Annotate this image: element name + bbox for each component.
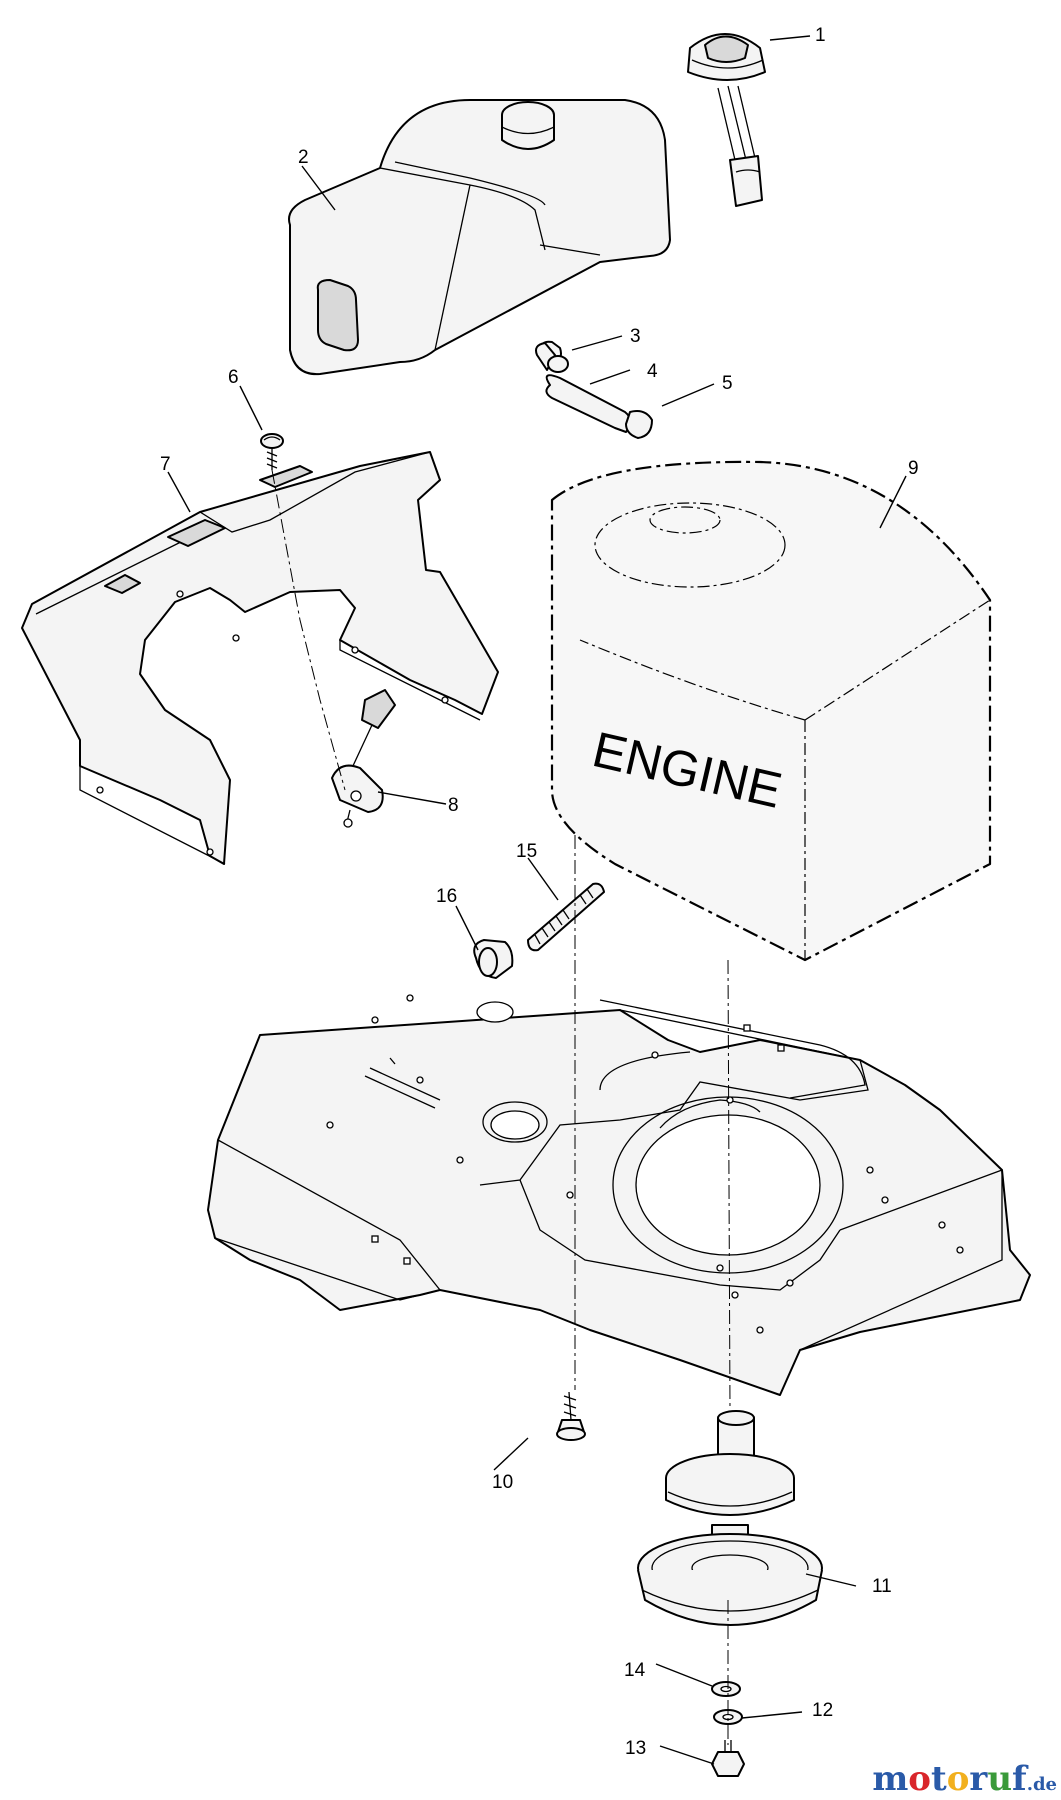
nut-13 <box>711 1740 745 1777</box>
stud <box>527 882 605 952</box>
plug <box>473 939 514 979</box>
svg-text:motoruf.de: motoruf.de <box>872 1759 1057 1799</box>
callout-4: 4 <box>647 361 658 382</box>
callout-13: 13 <box>625 1738 646 1759</box>
callout-12: 12 <box>812 1700 833 1721</box>
callout-1: 1 <box>815 25 826 46</box>
leader-lines <box>167 35 907 1765</box>
fuel-cap-gauge <box>687 33 766 207</box>
engine-phantom: ENGINE <box>550 460 992 962</box>
bolt <box>556 1391 586 1441</box>
callout-10: 10 <box>492 1472 513 1493</box>
callout-15: 15 <box>516 841 537 862</box>
fuel-tank <box>288 99 671 376</box>
callout-6: 6 <box>228 367 239 388</box>
pulley-assembly <box>637 1410 823 1626</box>
callout-11: 11 <box>872 1576 892 1597</box>
chassis-frame <box>207 994 1031 1396</box>
callout-9: 9 <box>908 458 919 479</box>
callout-labels: 1 2 3 4 5 6 7 8 9 10 11 12 13 14 15 16 <box>160 25 919 1759</box>
screw <box>260 433 284 470</box>
center-lines <box>271 469 731 1745</box>
fuel-hose-assembly <box>535 340 653 439</box>
watermark-logo: motoruf.de <box>872 1759 1057 1799</box>
callout-5: 5 <box>722 373 733 394</box>
throttle-control <box>331 689 396 828</box>
callout-3: 3 <box>630 326 641 347</box>
dash-bracket <box>21 451 499 865</box>
callout-8: 8 <box>448 795 459 816</box>
callout-14: 14 <box>624 1660 646 1681</box>
washer-14 <box>711 1681 741 1697</box>
callout-16: 16 <box>436 886 457 907</box>
callout-7: 7 <box>160 454 171 475</box>
callout-2: 2 <box>298 147 309 168</box>
